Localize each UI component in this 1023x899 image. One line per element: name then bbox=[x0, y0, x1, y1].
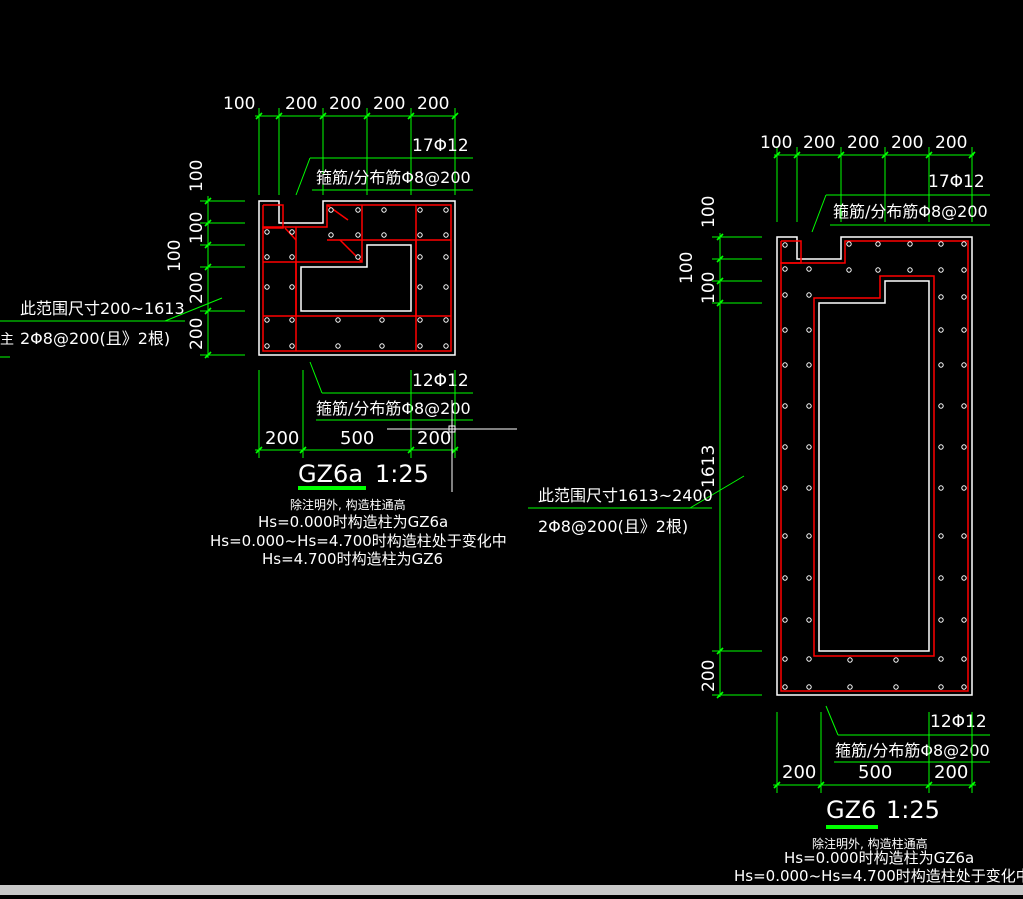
gz6a-section bbox=[258, 200, 456, 356]
gz6a-top-dim-3: 200 bbox=[373, 94, 405, 114]
gz6-top-dim-4: 200 bbox=[935, 133, 967, 153]
gz6-title-underline bbox=[826, 825, 878, 829]
gz6-stirrup-bottom: 箍筋/分布筋Φ8@200 bbox=[835, 741, 990, 760]
gz6a-note-1: 除注明外, 构造柱通高 bbox=[290, 497, 406, 512]
gz6-stirrup-top: 箍筋/分布筋Φ8@200 bbox=[833, 202, 988, 221]
gz6-note-3: Hs=0.000~Hs=4.700时构造柱处于变化中 bbox=[734, 867, 1023, 885]
gz6-scale: 1:25 bbox=[886, 796, 940, 824]
gz6-main-bars-bottom: 12Φ12 bbox=[930, 712, 987, 732]
gz6a-title: GZ6a bbox=[298, 460, 363, 488]
gz6a-note-3: Hs=0.000~Hs=4.700时构造柱处于变化中 bbox=[210, 532, 507, 550]
gz6a-left-dim-2: 100 bbox=[165, 240, 185, 272]
gz6-top-dimension: 100 200 200 200 200 bbox=[760, 133, 976, 222]
gz6a-range-bars: 2Φ8@200(且》2根) bbox=[20, 329, 170, 348]
gz6-title: GZ6 bbox=[826, 796, 876, 824]
gz6a-range-text: 此范围尺寸200~1613 bbox=[20, 299, 185, 318]
gz6-left-dim-0: 100 bbox=[699, 196, 719, 228]
gz6-bottom-dim-2: 200 bbox=[934, 762, 968, 783]
gz6-section bbox=[776, 236, 973, 696]
gz6a-left-dim-4: 200 bbox=[187, 318, 207, 350]
gz6a-note-2: Hs=0.000时构造柱为GZ6a bbox=[258, 513, 448, 531]
status-bar bbox=[0, 885, 1023, 895]
gz6a-bottom-dim-2: 200 bbox=[417, 428, 451, 449]
gz6-note-2: Hs=0.000时构造柱为GZ6a bbox=[784, 849, 974, 867]
gz6a-left-dimension: 100 100 100 200 200 bbox=[165, 160, 245, 359]
gz6a-stirrup-bottom: 箍筋/分布筋Φ8@200 bbox=[316, 399, 471, 418]
gz6-left-dim-1: 100 bbox=[677, 252, 697, 284]
gz6a-left-dim-1: 100 bbox=[187, 212, 207, 244]
gz6-bottom-dim-0: 200 bbox=[782, 762, 816, 783]
gz6a-detail: 100 200 200 200 200 17Φ12 箍筋/分布筋Φ8@200 bbox=[0, 94, 517, 568]
gz6-left-dim-2: 100 bbox=[699, 272, 719, 304]
gz6a-top-dim-1: 200 bbox=[285, 94, 317, 114]
gz6-bottom-dimension: 200 500 200 bbox=[773, 712, 976, 793]
gz6a-bottom-dim-0: 200 bbox=[265, 428, 299, 449]
gz6a-top-dim-4: 200 bbox=[417, 94, 449, 114]
gz6a-main-bars-top: 17Φ12 bbox=[412, 136, 469, 156]
gz6a-scale: 1:25 bbox=[375, 460, 429, 488]
gz6-left-dim-3: 1613 bbox=[699, 445, 719, 488]
gz6a-bottom-dim-1: 500 bbox=[340, 428, 374, 449]
gz6a-main-bars-bottom: 12Φ12 bbox=[412, 371, 469, 391]
gz6a-note-4: Hs=4.700时构造柱为GZ6 bbox=[262, 550, 443, 568]
gz6-top-dim-3: 200 bbox=[891, 133, 923, 153]
gz6-top-dim-1: 200 bbox=[803, 133, 835, 153]
gz6-detail: 100 200 200 200 200 17Φ12 箍筋/分布筋Φ8@200 bbox=[528, 133, 1023, 885]
gz6-left-dimension: 100 100 100 1613 200 bbox=[677, 196, 762, 699]
gz6-left-dim-4: 200 bbox=[699, 660, 719, 692]
cad-cursor bbox=[387, 400, 517, 492]
gz6-top-dim-2: 200 bbox=[847, 133, 879, 153]
gz6a-top-dimension: 100 200 200 200 200 bbox=[223, 94, 459, 195]
gz6-top-dim-0: 100 bbox=[760, 133, 792, 153]
gz6-main-bars-top: 17Φ12 bbox=[928, 172, 985, 192]
gz6-bottom-dim-1: 500 bbox=[858, 762, 892, 783]
gz6a-cut-text: 主 bbox=[0, 332, 14, 348]
gz6a-left-dim-0: 100 bbox=[187, 160, 207, 192]
gz6a-left-dim-3: 200 bbox=[187, 272, 207, 304]
gz6-range-text: 此范围尺寸1613~2400 bbox=[538, 486, 713, 505]
gz6a-bottom-dimension: 200 500 200 bbox=[255, 370, 459, 458]
gz6-note-1: 除注明外, 构造柱通高 bbox=[812, 836, 928, 851]
gz6a-stirrup-top: 箍筋/分布筋Φ8@200 bbox=[316, 168, 471, 187]
gz6-range-bars: 2Φ8@200(且》2根) bbox=[538, 517, 688, 536]
gz6a-top-dim-2: 200 bbox=[329, 94, 361, 114]
gz6a-top-dim-0: 100 bbox=[223, 94, 255, 114]
gz6a-title-underline bbox=[298, 486, 366, 490]
